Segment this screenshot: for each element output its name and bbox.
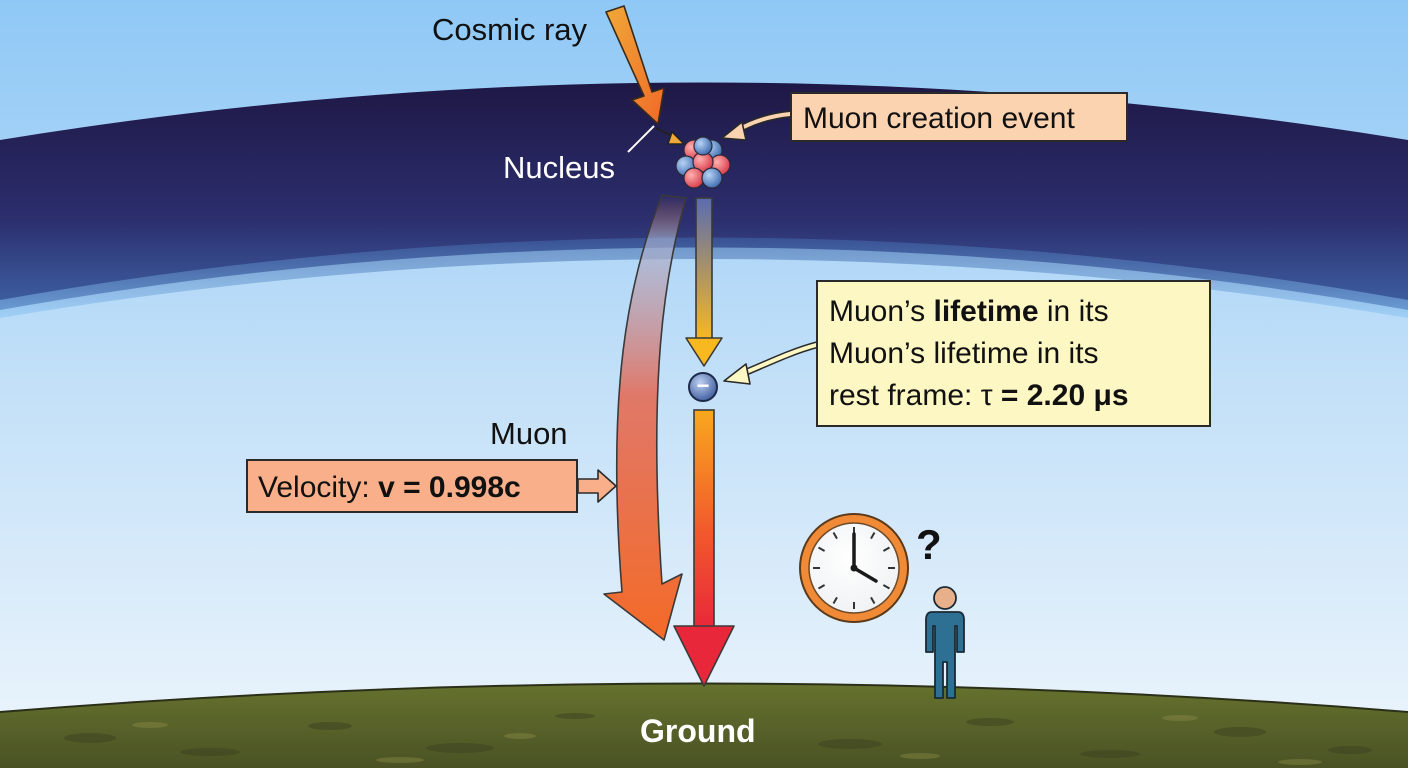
atmosphere-glow xyxy=(0,237,1408,318)
nucleus-icon xyxy=(675,136,731,189)
muon-curved-path xyxy=(603,194,687,641)
lifetime-pointer xyxy=(723,341,820,385)
lifetime-line-3: rest frame: τ = 2.20 μs xyxy=(829,379,1129,412)
clock-icon xyxy=(799,513,909,623)
lifetime-keyword: lifetime xyxy=(933,295,1039,328)
ground-texture xyxy=(64,713,1372,758)
muon-arrow-lower xyxy=(673,409,735,687)
lifetime-line-2: Muon’s lifetime in its xyxy=(829,337,1099,370)
question-mark: ? xyxy=(916,521,942,568)
lifetime-box: Muon’s lifetime in its Muon’s lifetime i… xyxy=(816,280,1211,427)
cosmic-ray-arrow xyxy=(605,5,686,145)
muon-label: Muon xyxy=(490,416,568,451)
nucleus-label: Nucleus xyxy=(503,150,615,185)
person-icon xyxy=(925,586,965,699)
cosmic-ray-label: Cosmic ray xyxy=(432,12,588,47)
lifetime-value: = 2.20 μs xyxy=(1000,379,1129,412)
velocity-value: v = 0.998c xyxy=(378,471,521,504)
muon-creation-event-box: Muon creation event xyxy=(790,92,1128,142)
nucleus-leader xyxy=(627,125,655,153)
muon-creation-event-label: Muon creation event xyxy=(803,102,1075,135)
muon-particle-icon xyxy=(688,372,718,402)
muon-arrow-upper xyxy=(685,197,723,367)
velocity-pointer xyxy=(577,469,617,503)
lifetime-line-1: Muon’s lifetime in its xyxy=(829,295,1109,328)
ground-texture-light xyxy=(132,715,1322,765)
velocity-prefix: Velocity: xyxy=(258,471,379,504)
ground-surface xyxy=(0,683,1408,768)
velocity-box: Velocity: v = 0.998c xyxy=(246,459,578,513)
ground-label: Ground xyxy=(640,713,756,749)
creation-event-pointer xyxy=(721,110,794,141)
muon-charge-symbol: − xyxy=(696,373,710,398)
